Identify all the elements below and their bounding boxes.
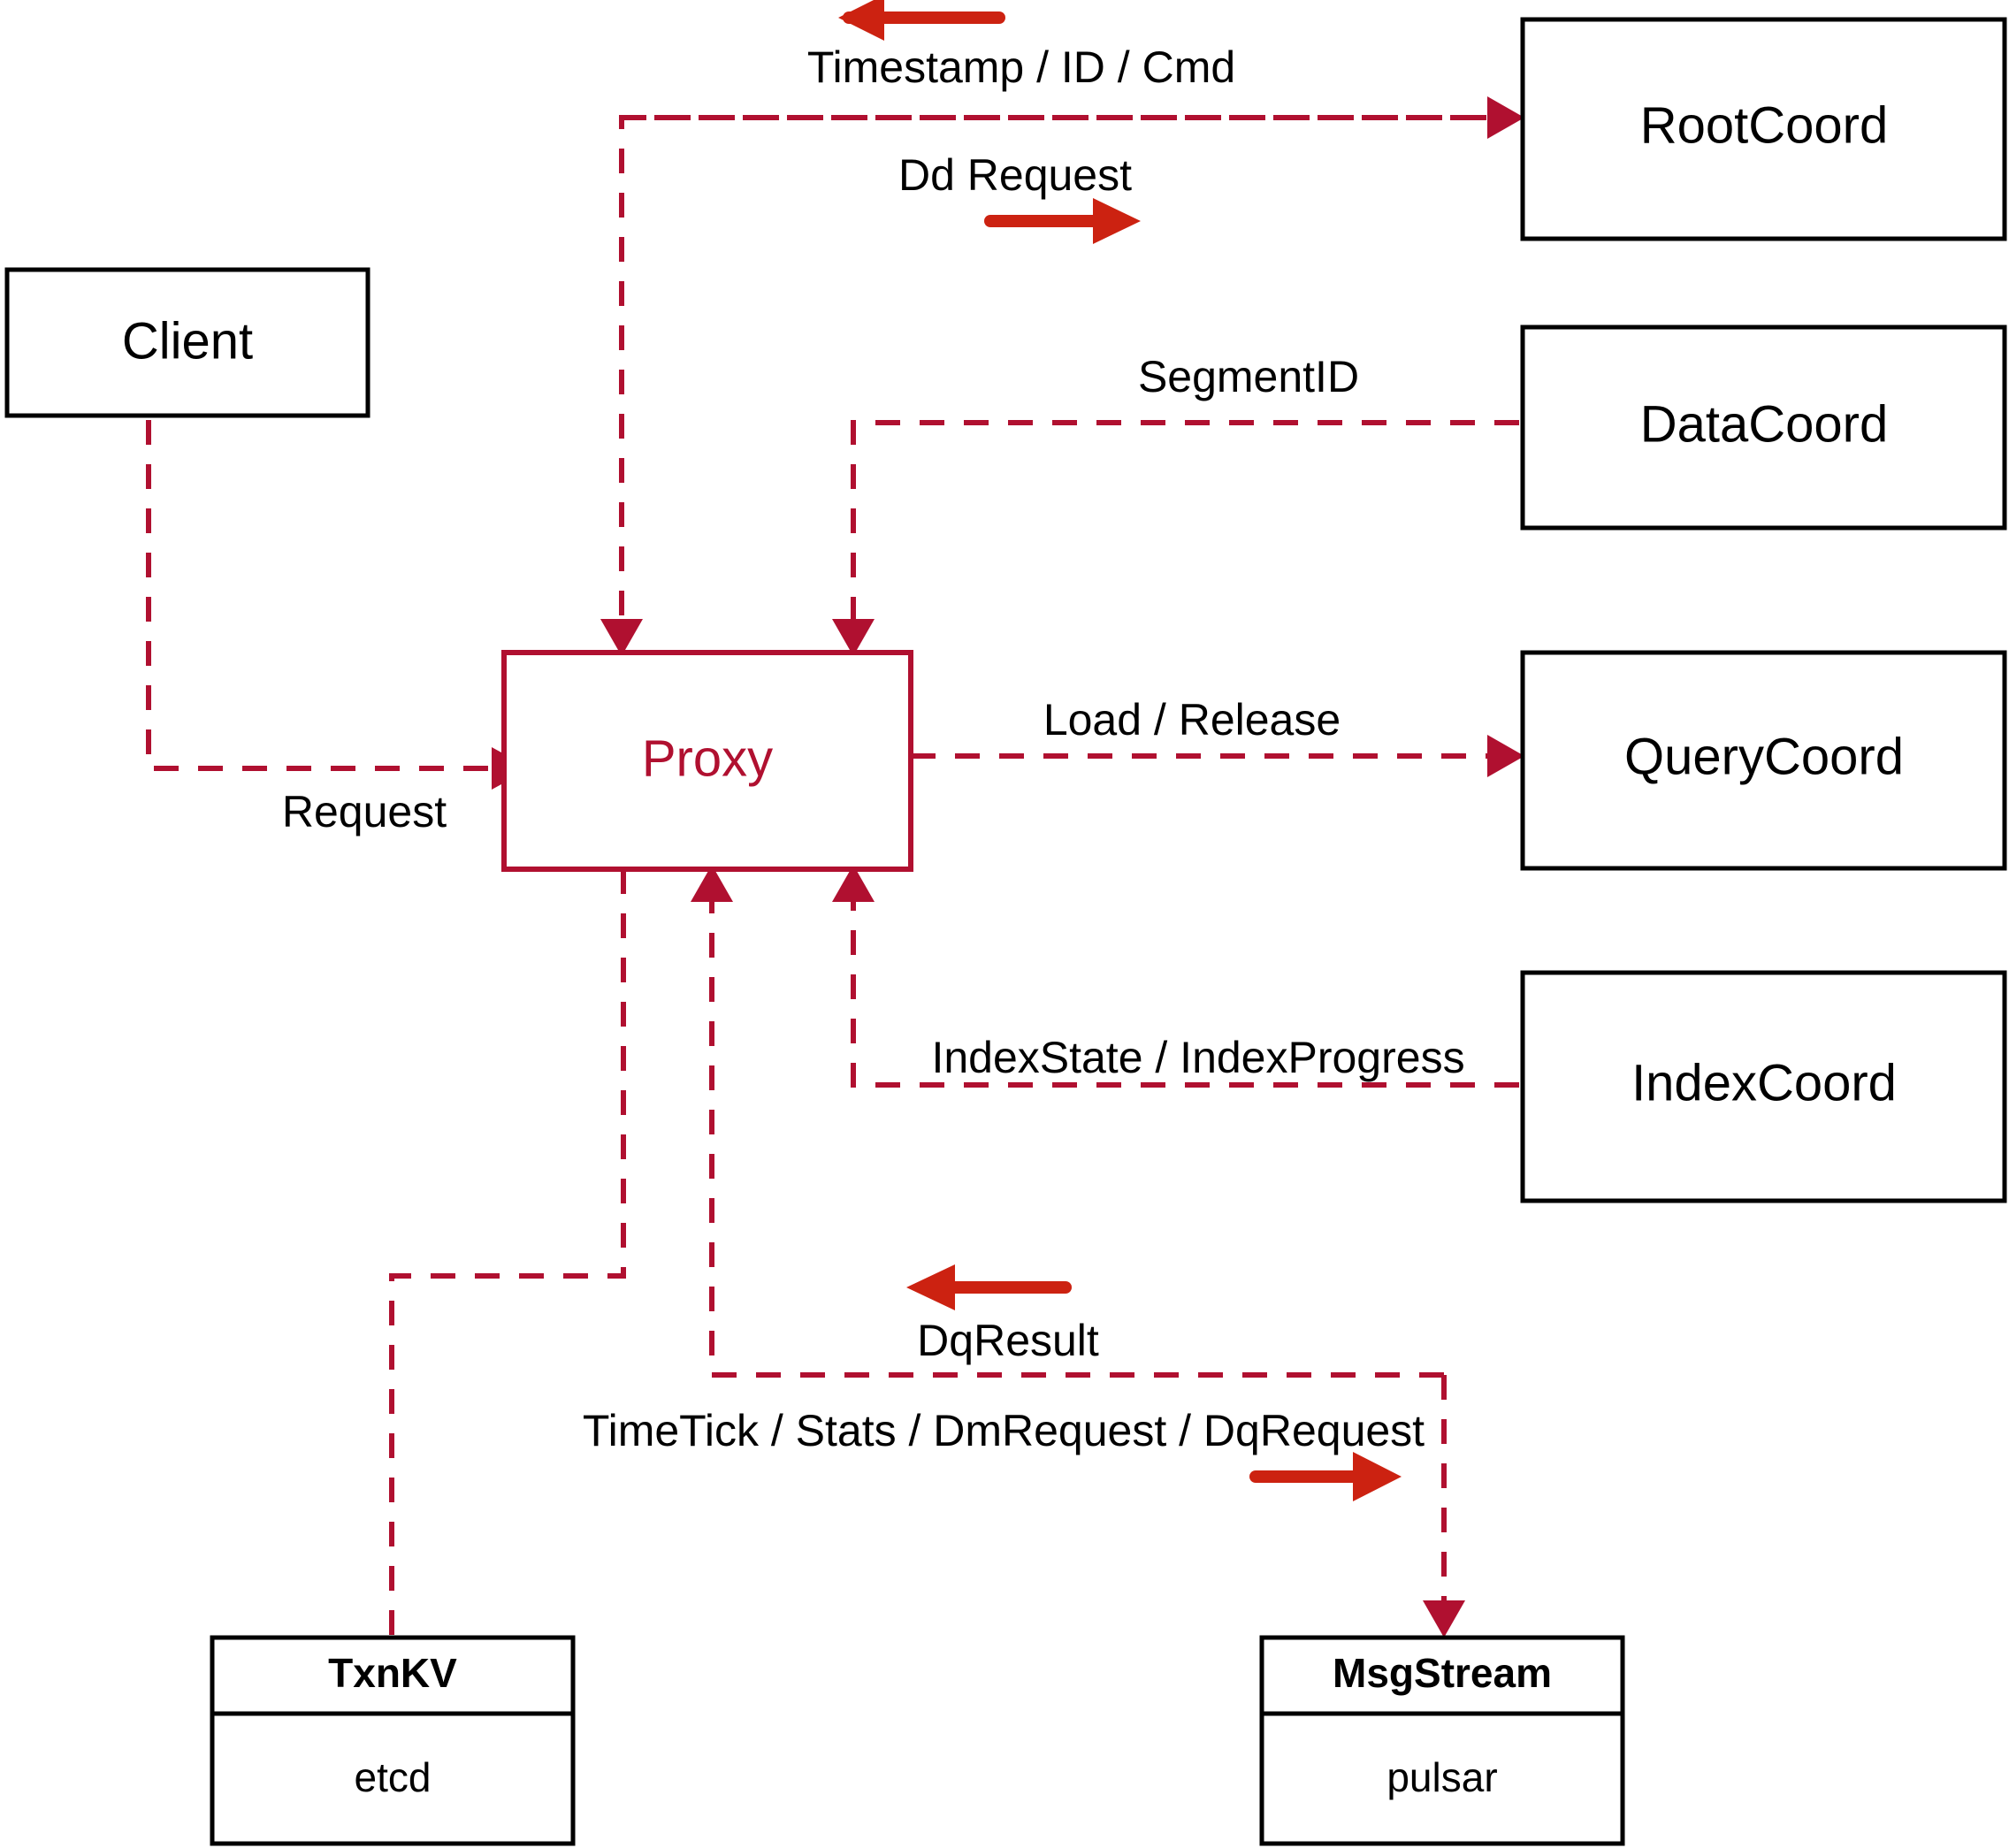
edge-label-request: Request bbox=[282, 787, 447, 836]
node-txnkv-impl: etcd bbox=[355, 1754, 432, 1800]
edge-label-load-release: Load / Release bbox=[1043, 695, 1341, 745]
node-txnkv-title: TxnKV bbox=[328, 1650, 457, 1696]
node-rootcoord-label: RootCoord bbox=[1640, 96, 1888, 154]
node-rootcoord[interactable]: RootCoord bbox=[1520, 17, 2007, 241]
direction-arrow-dd-request bbox=[984, 198, 1141, 244]
node-proxy[interactable]: Proxy bbox=[501, 650, 913, 872]
node-querycoord[interactable]: QueryCoord bbox=[1520, 650, 2007, 871]
edge-label-dqresult: DqResult bbox=[917, 1316, 1099, 1365]
edge-label-indexstate-indexprogress: IndexState / IndexProgress bbox=[931, 1033, 1464, 1082]
edge-label-timestamp-id-cmd: Timestamp / ID / Cmd bbox=[807, 42, 1235, 92]
arrowhead-proxy-to-msgstream bbox=[1423, 1600, 1465, 1638]
flow-client-to-proxy bbox=[146, 376, 492, 771]
node-datacoord[interactable]: DataCoord bbox=[1520, 325, 2007, 531]
arrowhead-indexcoord-to-proxy bbox=[832, 865, 875, 902]
edge-label-dd-request: Dd Request bbox=[898, 150, 1132, 200]
direction-arrow-dqresult bbox=[906, 1264, 1072, 1310]
node-proxy-label: Proxy bbox=[642, 729, 773, 787]
arrowhead-rootcoord-to-proxy bbox=[600, 619, 643, 656]
flow-proxy-to-txnkv bbox=[389, 869, 626, 1638]
node-querycoord-label: QueryCoord bbox=[1624, 728, 1904, 785]
arrowhead-datacoord-to-proxy bbox=[832, 619, 875, 656]
node-indexcoord-label: IndexCoord bbox=[1631, 1054, 1897, 1111]
arrowhead-proxy-to-rootcoord bbox=[1487, 96, 1524, 139]
edge-label-timetick-stats-dmrequest-dqrequest: TimeTick / Stats / DmRequest / DqRequest bbox=[583, 1406, 1425, 1455]
node-indexcoord[interactable]: IndexCoord bbox=[1520, 970, 2007, 1203]
node-msgstream-title: MsgStream bbox=[1333, 1650, 1552, 1696]
node-msgstream[interactable]: MsgStream pulsar bbox=[1259, 1635, 1625, 1846]
edge-label-segmentid: SegmentID bbox=[1138, 352, 1359, 401]
direction-arrow-timestamp bbox=[838, 0, 1005, 41]
flow-datacoord-to-proxy bbox=[851, 420, 1519, 619]
node-datacoord-label: DataCoord bbox=[1640, 395, 1888, 453]
node-msgstream-impl: pulsar bbox=[1386, 1754, 1497, 1800]
node-txnkv[interactable]: TxnKV etcd bbox=[210, 1635, 576, 1846]
flow-indexcoord-to-proxy bbox=[851, 902, 1519, 1088]
node-client[interactable]: Client bbox=[4, 267, 370, 418]
arrowhead-proxy-to-querycoord bbox=[1487, 735, 1524, 777]
direction-arrow-timetick bbox=[1249, 1452, 1402, 1501]
node-client-label: Client bbox=[122, 312, 253, 370]
flow-msgstream-to-proxy bbox=[709, 902, 1444, 1378]
arrowhead-msgstream-to-proxy bbox=[691, 865, 733, 902]
